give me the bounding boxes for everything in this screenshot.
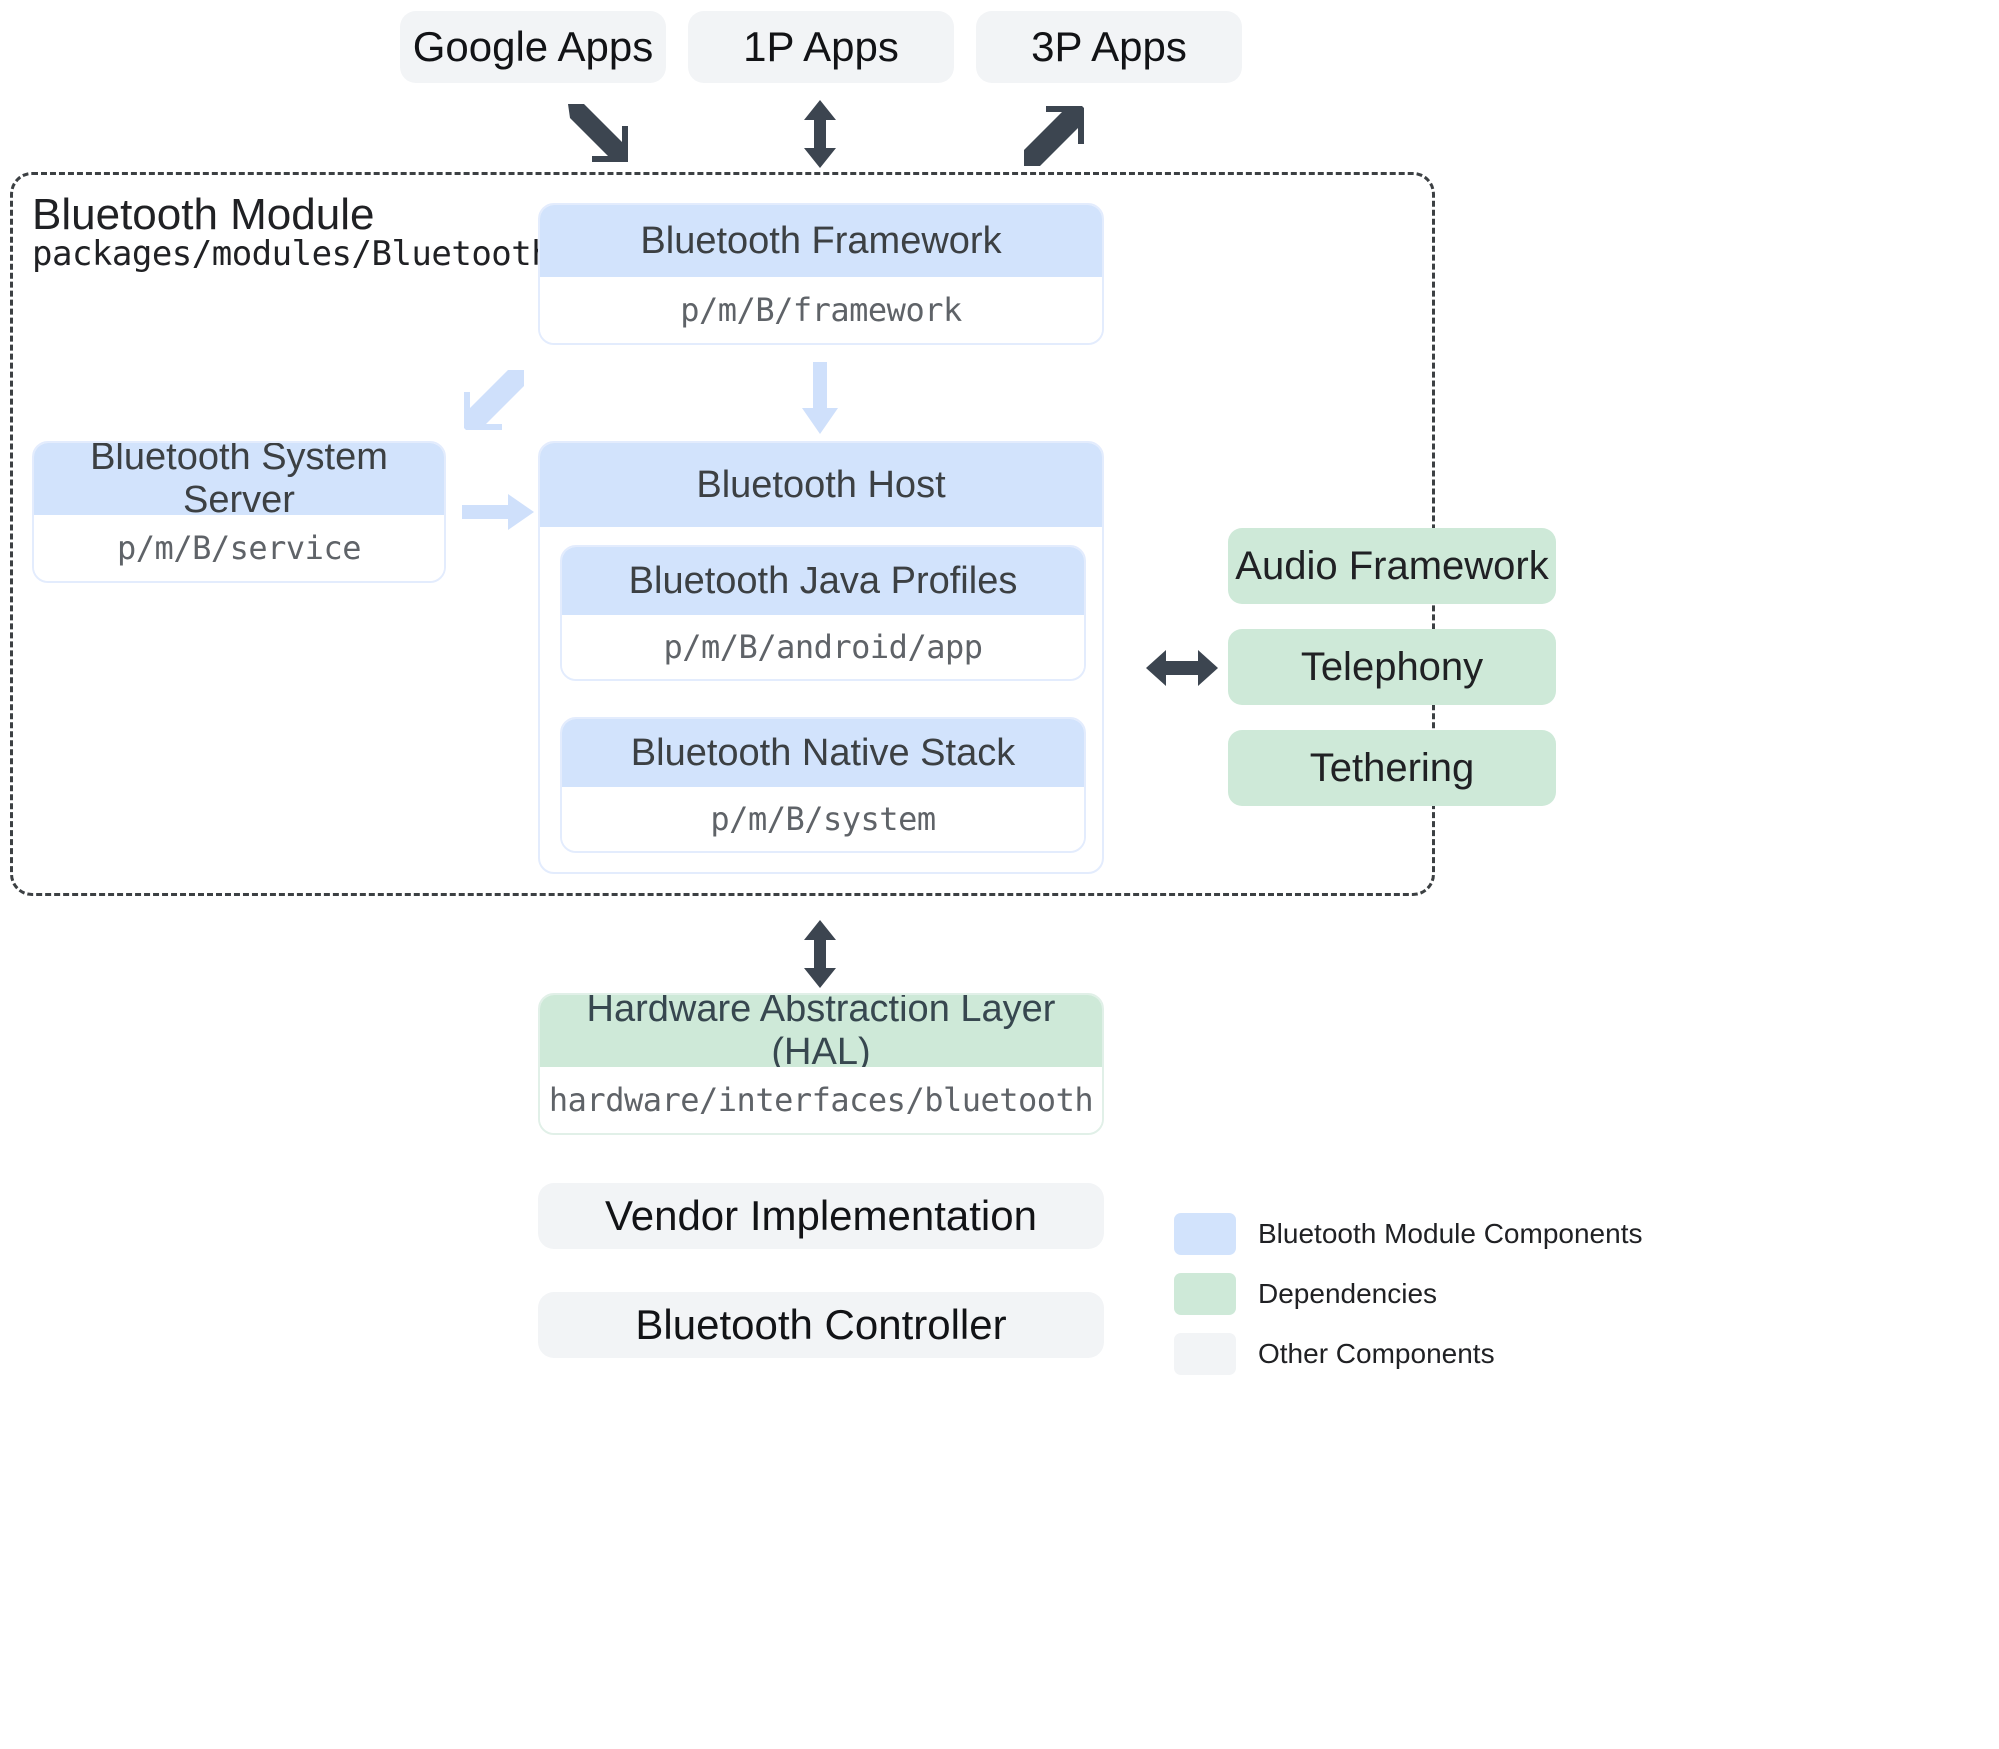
app-box-google-apps[interactable]: Google Apps <box>400 11 666 83</box>
app-box-1p-apps[interactable]: 1P Apps <box>688 11 954 83</box>
dependency-label: Tethering <box>1309 745 1475 790</box>
legend-label: Dependencies <box>1258 1278 1438 1309</box>
box-label: Bluetooth Controller <box>635 1301 1007 1348</box>
card-title: Bluetooth Java Profiles <box>562 547 1084 615</box>
arrow-module-to-hal <box>800 920 840 988</box>
dependency-label: Telephony <box>1300 644 1484 689</box>
legend-label: Bluetooth Module Components <box>1258 1218 1643 1249</box>
legend-swatch-blue <box>1174 1213 1236 1255</box>
legend-item-dependencies: Dependencies <box>1174 1267 1642 1321</box>
card-bluetooth-native-stack[interactable]: Bluetooth Native Stack p/m/B/system <box>560 717 1086 853</box>
card-bluetooth-system-server[interactable]: Bluetooth System Server p/m/B/service <box>32 441 446 583</box>
arrow-1p-apps-to-framework <box>800 100 840 168</box>
arrow-3p-apps-to-framework <box>1022 100 1092 170</box>
card-bluetooth-host[interactable]: Bluetooth Host Bluetooth Java Profiles p… <box>538 441 1104 874</box>
module-path: packages/modules/Bluetooth <box>32 234 552 274</box>
dependency-label: Audio Framework <box>1235 543 1549 588</box>
app-box-label: 1P Apps <box>743 23 899 70</box>
app-box-label: Google Apps <box>412 23 654 70</box>
card-hardware-abstraction-layer[interactable]: Hardware Abstraction Layer (HAL) hardwar… <box>538 993 1104 1135</box>
card-path: hardware/interfaces/bluetooth <box>540 1067 1102 1133</box>
arrow-framework-to-host <box>800 362 840 434</box>
box-bluetooth-controller[interactable]: Bluetooth Controller <box>538 1292 1104 1358</box>
card-path: p/m/B/android/app <box>562 615 1084 679</box>
legend-swatch-grey <box>1174 1333 1236 1375</box>
legend-label: Other Components <box>1258 1338 1495 1369</box>
card-bluetooth-java-profiles[interactable]: Bluetooth Java Profiles p/m/B/android/ap… <box>560 545 1086 681</box>
legend-item-bluetooth-module-components: Bluetooth Module Components <box>1174 1207 1642 1261</box>
arrow-host-to-dependencies <box>1146 648 1218 688</box>
arrow-system-server-to-host <box>462 492 534 532</box>
arrow-framework-to-system-server <box>462 366 526 430</box>
card-bluetooth-framework[interactable]: Bluetooth Framework p/m/B/framework <box>538 203 1104 345</box>
box-label: Vendor Implementation <box>605 1192 1037 1239</box>
card-title: Bluetooth System Server <box>34 443 444 521</box>
app-box-3p-apps[interactable]: 3P Apps <box>976 11 1242 83</box>
box-vendor-implementation[interactable]: Vendor Implementation <box>538 1183 1104 1249</box>
card-title: Bluetooth Host <box>540 443 1102 527</box>
card-title: Bluetooth Native Stack <box>562 719 1084 787</box>
dependency-audio-framework[interactable]: Audio Framework <box>1228 528 1556 604</box>
card-title: Bluetooth Framework <box>540 205 1102 277</box>
card-path: p/m/B/system <box>562 787 1084 851</box>
legend-item-other-components: Other Components <box>1174 1327 1642 1381</box>
card-path: p/m/B/framework <box>540 277 1102 343</box>
module-title: Bluetooth Module <box>32 190 375 239</box>
card-path: p/m/B/service <box>34 515 444 581</box>
dependency-tethering[interactable]: Tethering <box>1228 730 1556 806</box>
legend: Bluetooth Module Components Dependencies… <box>1174 1207 1642 1387</box>
card-title: Hardware Abstraction Layer (HAL) <box>540 995 1102 1073</box>
legend-swatch-green <box>1174 1273 1236 1315</box>
arrow-google-apps-to-framework <box>560 100 630 170</box>
app-box-label: 3P Apps <box>1031 23 1187 70</box>
dependency-telephony[interactable]: Telephony <box>1228 629 1556 705</box>
